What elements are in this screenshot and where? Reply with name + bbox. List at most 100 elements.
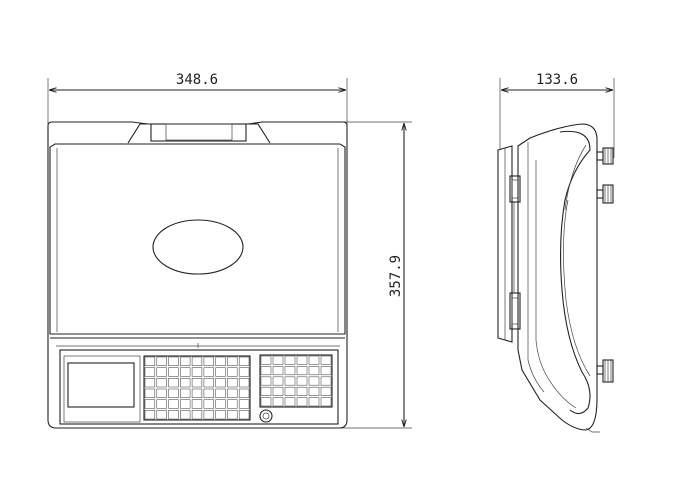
keypad-right-key [320, 366, 332, 376]
keypad-right-key [320, 397, 332, 407]
keypad-left-key [156, 410, 167, 420]
keypad-left-key [180, 399, 191, 409]
keypad-right-key [272, 376, 284, 386]
keypad-left-key [238, 399, 250, 409]
keypad-right-key [308, 386, 320, 396]
top-handle [127, 123, 271, 144]
keypad-right-key [296, 366, 308, 376]
keypad-left-key [168, 356, 179, 366]
keypad-right-key [272, 386, 284, 396]
keypad-left-key [168, 399, 179, 409]
leveling-foot-bottom [596, 359, 614, 383]
keypad-left-key [144, 410, 156, 420]
keypad-left-key [144, 399, 156, 409]
keypad-left-key [144, 356, 156, 366]
keypad-left-key [144, 367, 156, 377]
keypad-left-key [203, 410, 214, 420]
keypad-left-key [180, 367, 191, 377]
keypad-left [143, 355, 251, 421]
keypad-left-key [168, 388, 179, 398]
keypad-right-key [320, 386, 332, 396]
front-width-dimension: 348.6 [47, 72, 348, 125]
keypad-left-key [191, 356, 203, 366]
keypad-right-key [284, 376, 296, 386]
keypad-left-key [180, 388, 191, 398]
keypad-right-key [272, 366, 284, 376]
keypad-left-key [203, 356, 214, 366]
front-width-label: 348.6 [176, 72, 218, 88]
keypad-left-key [180, 356, 191, 366]
control-panel [59, 349, 339, 425]
front-view: 348.6 357.9 [47, 72, 412, 429]
keypad-right-key [308, 376, 320, 386]
keypad-right-key [260, 397, 272, 407]
keypad-right-key [260, 386, 272, 396]
keypad-right-key [284, 386, 296, 396]
keypad-right [259, 354, 333, 408]
keypad-left-key [238, 356, 250, 366]
keypad-left-key [191, 388, 203, 398]
keypad-right-key [296, 386, 308, 396]
keypad-left-key [180, 410, 191, 420]
keypad-left-key [168, 378, 179, 388]
power-button [259, 409, 273, 423]
keypad-right-key [284, 397, 296, 407]
keypad-left-key [191, 378, 203, 388]
keypad-right-key [308, 355, 320, 365]
keypad-left-key [203, 367, 214, 377]
lcd-display [67, 362, 135, 408]
front-height-dimension: 357.9 [330, 121, 412, 429]
keypad-right-key [320, 376, 332, 386]
scale-body-profile [517, 123, 600, 433]
keypad-left-key [191, 410, 203, 420]
keypad-left-key [215, 388, 226, 398]
side-width-label: 133.6 [536, 72, 578, 88]
keypad-left-key [203, 378, 214, 388]
keypad-right-key [284, 366, 296, 376]
keypad-left-key [227, 410, 238, 420]
keypad-left-frame [143, 355, 251, 421]
keypad-left-key [180, 378, 191, 388]
keypad-left-key [144, 378, 156, 388]
keypad-left-key [215, 356, 226, 366]
keypad-right-key [296, 397, 308, 407]
keypad-right-key [296, 376, 308, 386]
keypad-left-key [156, 356, 167, 366]
keypad-right-key [308, 397, 320, 407]
keypad-left-key [238, 388, 250, 398]
keypad-left-key [215, 378, 226, 388]
keypad-left-key [168, 410, 179, 420]
keypad-left-key [215, 399, 226, 409]
keypad-left-key [227, 378, 238, 388]
keypad-left-key [203, 399, 214, 409]
keypad-left-key [227, 388, 238, 398]
keypad-left-key [227, 367, 238, 377]
platform-edge [497, 145, 521, 343]
keypad-left-key [144, 388, 156, 398]
keypad-right-frame [259, 354, 333, 408]
leveling-foot-top [596, 147, 614, 165]
keypad-right-key [284, 355, 296, 365]
keypad-left-key [215, 410, 226, 420]
scale-body-outline [47, 121, 348, 429]
platform-oval-label [152, 219, 244, 275]
keypad-left-key [227, 356, 238, 366]
keypad-right-key [272, 397, 284, 407]
keypad-right-key [320, 355, 332, 365]
keypad-left-key [238, 367, 250, 377]
keypad-right-key [308, 366, 320, 376]
keypad-right-key [272, 355, 284, 365]
keypad-right-key [260, 366, 272, 376]
keypad-right-key [260, 355, 272, 365]
keypad-right-key [296, 355, 308, 365]
side-view: 133.6 [497, 72, 615, 433]
keypad-left-key [203, 388, 214, 398]
keypad-left-key [156, 399, 167, 409]
weighing-platform [49, 143, 346, 335]
keypad-left-key [191, 399, 203, 409]
keypad-left-key [156, 388, 167, 398]
side-width-dimension: 133.6 [499, 72, 615, 158]
keypad-right-key [260, 376, 272, 386]
leveling-foot-middle [596, 184, 614, 204]
